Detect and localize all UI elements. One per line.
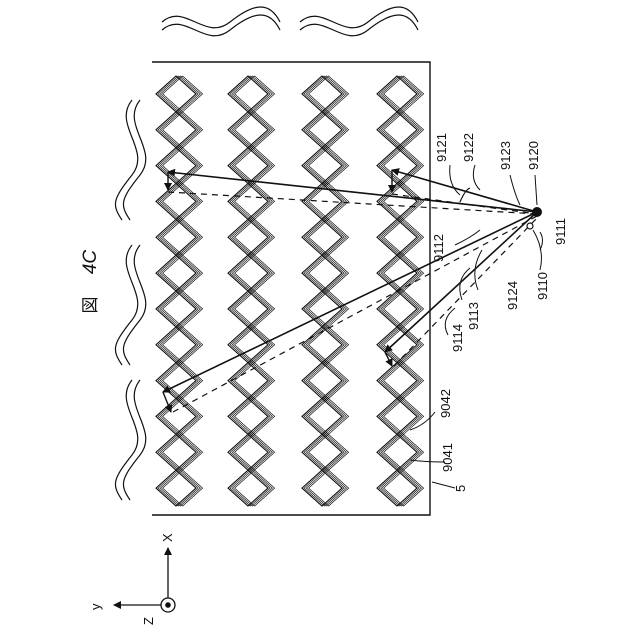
reflector-diamond	[228, 363, 268, 399]
reflector-diamond	[302, 148, 342, 184]
break-lines-top	[162, 7, 418, 36]
reflector-diamond	[302, 470, 342, 506]
axis-label-y: y	[88, 603, 103, 610]
reflector-diamond	[156, 184, 196, 220]
reflector-diamond	[302, 219, 342, 255]
reflector-diamond	[156, 112, 196, 148]
reflector-diamond	[377, 219, 417, 255]
reflector-diamond	[228, 470, 268, 506]
solid-light-paths	[163, 170, 537, 392]
reflector-diamond	[302, 399, 342, 435]
reflector-diamond	[156, 219, 196, 255]
reflector-diamond	[228, 399, 268, 435]
label-9120: 9120	[526, 141, 541, 170]
reflector-diamond	[377, 327, 417, 363]
reflector-diamond	[302, 363, 342, 399]
reflector-diamond	[228, 255, 268, 291]
reflector-diamond	[302, 255, 342, 291]
emitter-9120	[532, 207, 542, 217]
figure-title-glyph: 図	[81, 297, 100, 314]
reflector-diamond	[377, 434, 417, 470]
reflector-diamond	[228, 76, 268, 112]
reflector-diamond	[377, 76, 417, 112]
reflector-diamond	[156, 399, 196, 435]
label-9124: 9124	[505, 281, 520, 310]
reflector-diamond	[377, 291, 417, 327]
label-9122: 9122	[461, 133, 476, 162]
reflector-diamond	[228, 184, 268, 220]
label-9110: 9110	[535, 272, 550, 300]
reflector-diamond	[156, 327, 196, 363]
label-9121: 9121	[434, 133, 449, 162]
axis-label-z: Z	[141, 617, 156, 625]
reflector-diamond	[228, 219, 268, 255]
label-9111: 9111	[553, 218, 568, 245]
reflector-diamond	[156, 255, 196, 291]
reflector-diamond	[156, 148, 196, 184]
reflector-diamond	[377, 148, 417, 184]
reflector-diamond	[156, 76, 196, 112]
figure-title-number: 4C	[80, 250, 101, 275]
reflector-diamond	[228, 148, 268, 184]
coordinate-axes	[114, 548, 168, 605]
detector-9110	[527, 223, 533, 229]
label-9114: 9114	[450, 324, 465, 352]
reflector-diamond	[377, 112, 417, 148]
break-lines-left	[115, 100, 145, 500]
reflector-diamond	[156, 470, 196, 506]
label-5: 5	[453, 485, 468, 492]
reflector-diamond	[377, 184, 417, 220]
reflector-diamond-rows	[156, 76, 424, 506]
dashed-light-paths	[168, 192, 537, 412]
reflector-diamond	[228, 291, 268, 327]
reflector-diamond	[156, 434, 196, 470]
reflector-diamond	[302, 434, 342, 470]
reflector-diamond	[156, 291, 196, 327]
reflector-diamond	[377, 363, 417, 399]
z-axis-dot	[165, 602, 171, 608]
reflector-diamond	[228, 112, 268, 148]
reflector-diamond	[156, 363, 196, 399]
reflector-diamond	[377, 399, 417, 435]
label-9123: 9123	[498, 141, 513, 170]
reflector-diamond	[228, 434, 268, 470]
label-9042: 9042	[438, 389, 453, 418]
reflector-diamond	[377, 470, 417, 506]
reflector-diamond	[302, 76, 342, 112]
label-9041: 9041	[440, 443, 455, 472]
reflector-diamond	[302, 112, 342, 148]
axis-label-x: X	[160, 533, 175, 542]
label-9112: 9112	[431, 234, 446, 262]
label-9113: 9113	[466, 302, 481, 330]
